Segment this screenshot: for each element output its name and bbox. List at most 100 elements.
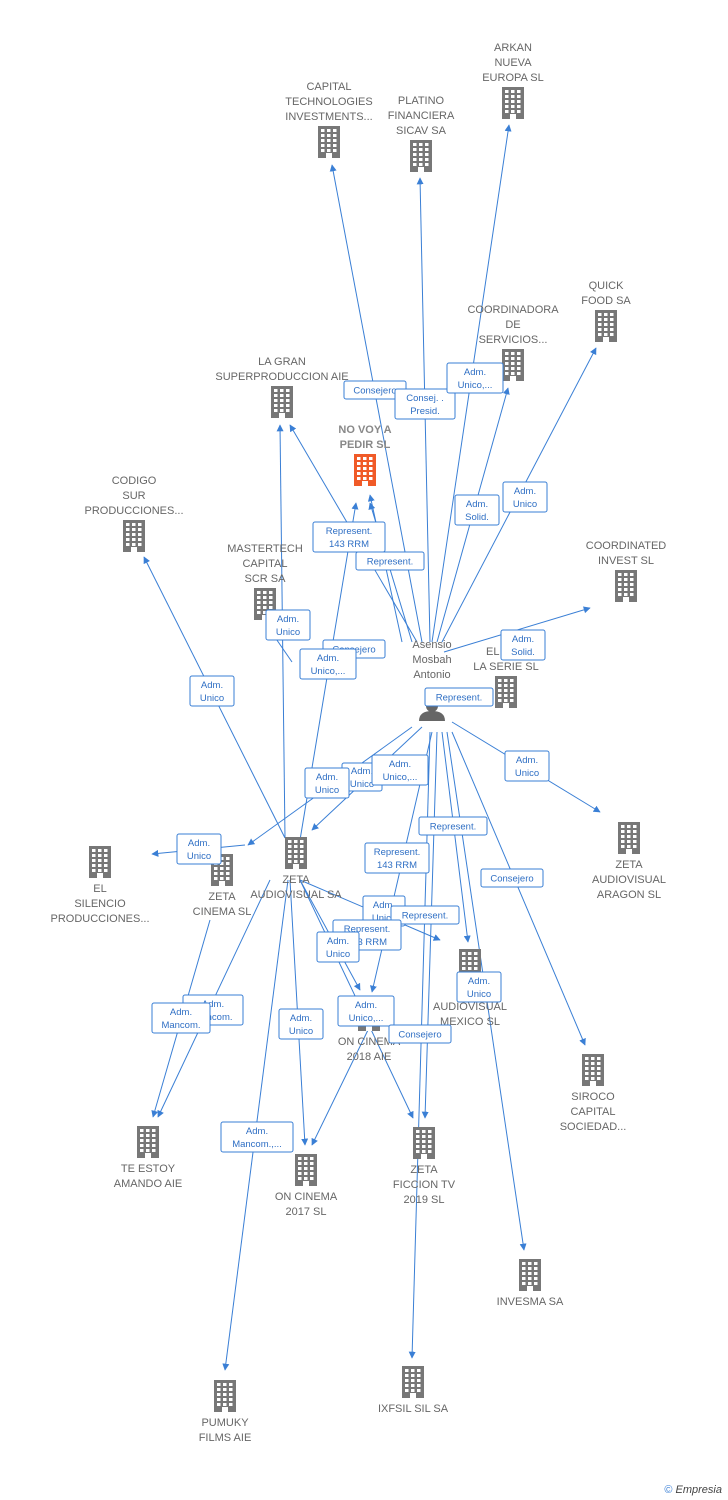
relation-text: 143 RRM bbox=[329, 539, 369, 550]
relation-label-r21[interactable]: Consejero bbox=[480, 868, 544, 888]
company-node-capital[interactable]: CAPITALTECHNOLOGIESINVESTMENTS... bbox=[285, 81, 373, 158]
relation-box bbox=[337, 995, 395, 1027]
relation-label-r16[interactable]: Adm.Unico bbox=[304, 767, 350, 799]
company-node-siroco[interactable]: SIROCOCAPITALSOCIEDAD... bbox=[560, 1054, 627, 1133]
company-label: AMANDO AIE bbox=[114, 1178, 182, 1190]
relation-box bbox=[278, 1008, 324, 1040]
building-icon bbox=[410, 140, 432, 172]
company-label: CAPITAL bbox=[570, 1106, 615, 1118]
person-label: Mosbah bbox=[412, 654, 451, 666]
company-label: SILENCIO bbox=[74, 898, 126, 910]
relation-label-r25[interactable]: Adm.Unico bbox=[316, 931, 360, 963]
building-icon bbox=[354, 454, 376, 486]
relation-text: Unico bbox=[513, 499, 537, 510]
building-icon bbox=[519, 1259, 541, 1291]
company-label: CODIGO bbox=[112, 475, 157, 487]
relation-label-r8[interactable]: Adm.Unico bbox=[265, 609, 311, 641]
relation-label-r3[interactable]: Adm.Unico,... bbox=[446, 362, 504, 394]
company-label: INVESMA SA bbox=[497, 1296, 564, 1308]
brand-logo[interactable]: Empresia bbox=[675, 1484, 722, 1496]
person-label: Asensio bbox=[412, 639, 451, 651]
company-label: PRODUCCIONES... bbox=[50, 913, 149, 925]
relation-text: Adm. bbox=[290, 1013, 312, 1024]
relation-text: Consejero bbox=[353, 386, 396, 397]
relation-label-r30[interactable]: Adm. Unico,... bbox=[337, 995, 395, 1027]
relation-box bbox=[364, 842, 430, 874]
relation-box bbox=[390, 905, 460, 925]
company-node-invesma[interactable]: INVESMA SA bbox=[497, 1259, 564, 1308]
company-label: 2017 SL bbox=[286, 1206, 327, 1218]
relation-text: Adm. bbox=[464, 367, 486, 378]
relation-edge bbox=[408, 731, 431, 1359]
relation-box bbox=[371, 754, 429, 786]
building-icon bbox=[402, 1366, 424, 1398]
relation-label-r18[interactable]: Adm.Unico bbox=[176, 833, 222, 865]
company-label: 2019 SL bbox=[404, 1194, 445, 1206]
relation-label-r13[interactable]: Adm.Unico bbox=[189, 675, 235, 707]
relation-label-r7[interactable]: Represent. bbox=[355, 551, 425, 571]
company-node-elsilencio[interactable]: ELSILENCIOPRODUCCIONES... bbox=[50, 846, 150, 925]
company-label: LA SERIE SL bbox=[473, 661, 538, 673]
relation-box bbox=[312, 521, 386, 553]
relation-label-r11[interactable]: Adm.Solid. bbox=[500, 629, 546, 661]
company-label: AUDIOVISUAL SA bbox=[250, 889, 342, 901]
building-icon bbox=[495, 676, 517, 708]
relation-text: Consejero bbox=[490, 874, 533, 885]
relation-box bbox=[424, 687, 494, 707]
company-label: SOCIEDAD... bbox=[560, 1121, 627, 1133]
relation-label-r19[interactable]: Represent. bbox=[418, 816, 488, 836]
building-icon bbox=[502, 87, 524, 119]
relation-text: Adm. bbox=[316, 772, 338, 783]
relation-label-r20[interactable]: Represent.143 RRM bbox=[364, 842, 430, 874]
relation-label-r29[interactable]: Adm.Unico bbox=[278, 1008, 324, 1040]
company-label: FICCION TV bbox=[393, 1179, 456, 1191]
copyright-symbol: © bbox=[664, 1484, 673, 1496]
relation-label-r10[interactable]: Adm. Unico,... bbox=[299, 648, 357, 680]
relation-edge bbox=[441, 731, 471, 943]
relation-text: Unico,... bbox=[311, 666, 346, 677]
company-label: SUR bbox=[122, 490, 145, 502]
relation-label-r23[interactable]: Represent. bbox=[390, 905, 460, 925]
relation-label-r6[interactable]: Represent.143 RRM bbox=[312, 521, 386, 553]
company-label: EUROPA SL bbox=[482, 72, 544, 84]
company-label: ARAGON SL bbox=[597, 889, 661, 901]
company-node-coordinated[interactable]: COORDINATED INVEST SL bbox=[586, 540, 667, 602]
company-node-coord[interactable]: COORDINADORADESERVICIOS... bbox=[467, 304, 559, 381]
relation-label-r26[interactable]: Adm.Unico bbox=[456, 971, 502, 1003]
relation-label-r32[interactable]: Adm.Mancom.,... bbox=[220, 1121, 294, 1153]
relation-text: Represent. bbox=[436, 693, 482, 704]
relation-box bbox=[394, 388, 456, 420]
company-node-ixfsil[interactable]: IXFSIL SIL SA bbox=[378, 1366, 449, 1415]
building-icon bbox=[502, 349, 524, 381]
building-icon bbox=[295, 1154, 317, 1186]
relation-label-r12[interactable]: Represent. bbox=[424, 687, 494, 707]
relation-label-r4[interactable]: Adm.Solid. bbox=[454, 494, 500, 526]
relation-label-r28[interactable]: Adm.Mancom. bbox=[151, 1002, 211, 1034]
relation-label-r17[interactable]: Adm.Unico,... bbox=[371, 754, 429, 786]
relation-label-r5[interactable]: Adm.Unico bbox=[502, 481, 548, 513]
company-label: INVEST SL bbox=[598, 555, 654, 567]
relation-label-r31[interactable]: Consejero bbox=[388, 1024, 452, 1044]
company-label: COORDINATED bbox=[586, 540, 667, 552]
relation-text: Unico,... bbox=[349, 1013, 384, 1024]
relation-text: Adm. bbox=[355, 1000, 377, 1011]
relation-label-r2[interactable]: Consej. .Presid. bbox=[394, 388, 456, 420]
relation-label-r14[interactable]: Adm.Unico bbox=[504, 750, 550, 782]
company-node-codigo[interactable]: CODIGOSURPRODUCCIONES... bbox=[84, 475, 184, 552]
relation-text: Adm. bbox=[317, 653, 339, 664]
